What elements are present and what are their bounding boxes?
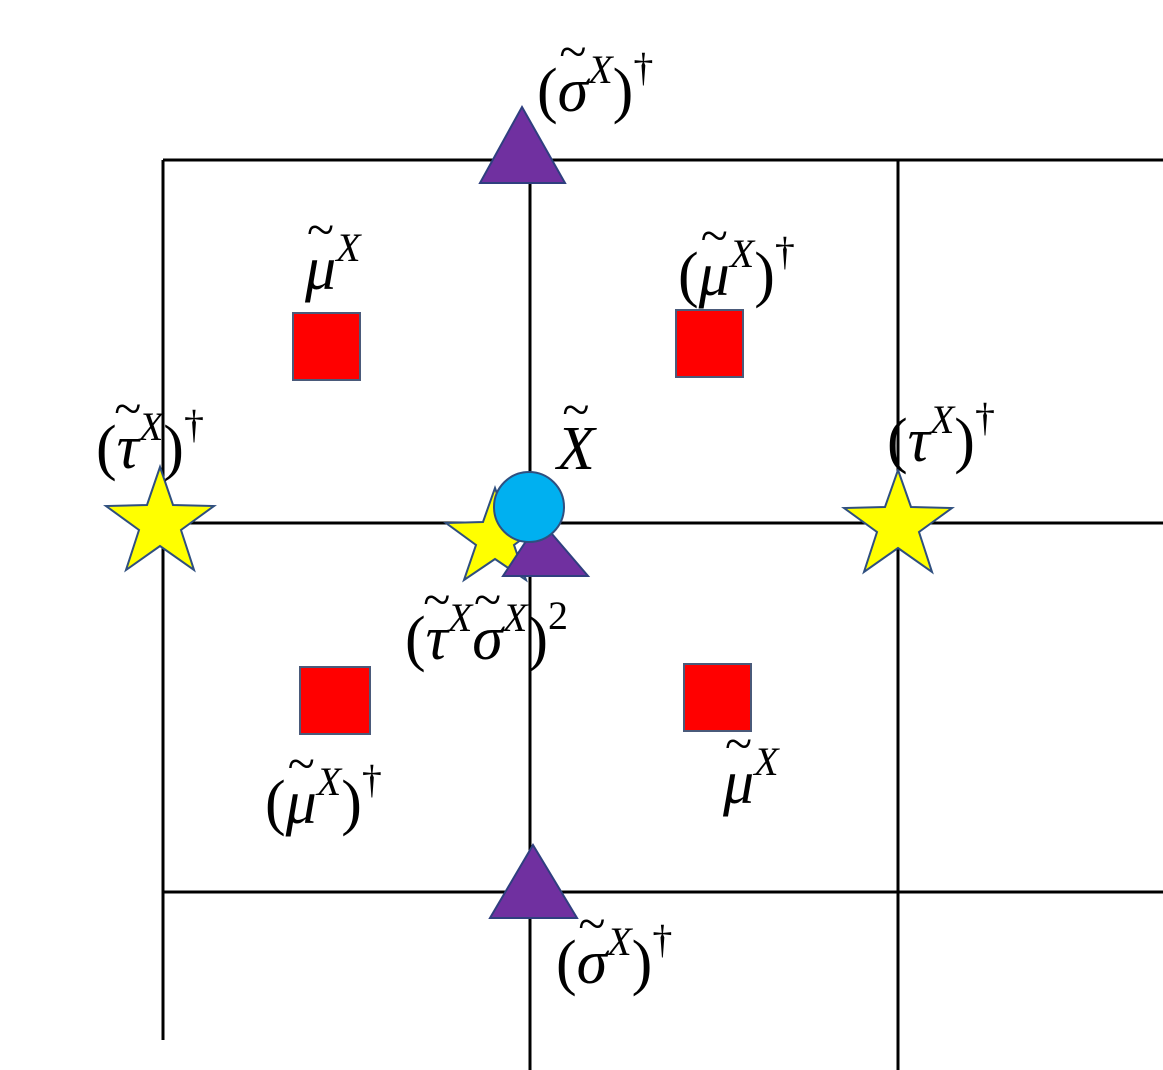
exponent-2: 2 bbox=[547, 593, 568, 638]
symbol-mu-tilde: μ bbox=[286, 772, 317, 834]
dagger: † bbox=[183, 402, 204, 447]
triangle-sigma-dag-bottom bbox=[488, 843, 579, 919]
symbol-tau-tilde: τ bbox=[117, 417, 139, 479]
superscript-x: X bbox=[316, 759, 342, 804]
superscript-x: X bbox=[447, 595, 473, 640]
star-tau-dag-left bbox=[103, 463, 217, 573]
paren-open: ( bbox=[265, 769, 286, 837]
symbol-mu-tilde: μ bbox=[723, 752, 754, 814]
label-sigma-dag-top: (σX)† bbox=[537, 45, 654, 125]
label-mu-top-left: μX bbox=[305, 225, 361, 301]
square-mu-top-left bbox=[292, 312, 361, 381]
triangle-sigma-dag-top bbox=[478, 104, 567, 184]
symbol-sigma-tilde: σ bbox=[558, 60, 589, 122]
label-mu-dag-top-right: (μX)† bbox=[678, 229, 795, 309]
superscript-x: X bbox=[607, 919, 632, 964]
paren-open: ( bbox=[887, 407, 908, 475]
paren-close: ) bbox=[754, 241, 775, 309]
paren-open: ( bbox=[556, 929, 577, 997]
grid-lines bbox=[161, 158, 1163, 1070]
superscript-x: X bbox=[588, 47, 613, 92]
paren-open: ( bbox=[405, 605, 426, 673]
symbol-mu-tilde: μ bbox=[699, 244, 730, 306]
label-sigma-dag-bottom: (σX)† bbox=[556, 917, 673, 997]
paren-close: ) bbox=[954, 407, 975, 475]
paren-close: ) bbox=[631, 929, 653, 997]
triangle-sigma-center bbox=[501, 518, 591, 577]
symbol-sigma-tilde: σ bbox=[472, 608, 503, 670]
symbol-tau: τ bbox=[907, 407, 930, 475]
superscript-x: X bbox=[929, 397, 955, 442]
paren-close: ) bbox=[341, 769, 362, 837]
label-mu-bottom-right: μX bbox=[723, 739, 779, 815]
dagger: † bbox=[361, 757, 382, 802]
paren-open: ( bbox=[96, 414, 117, 482]
star-tau-dag-right bbox=[841, 466, 955, 575]
dagger: † bbox=[974, 395, 995, 440]
paren-open: ( bbox=[678, 241, 699, 309]
symbol-x-tilde: X bbox=[557, 418, 595, 480]
label-x-center: X bbox=[557, 418, 595, 480]
paren-open: ( bbox=[537, 57, 558, 125]
circle-x-center bbox=[493, 471, 565, 543]
dagger: † bbox=[774, 229, 795, 274]
symbol-sigma-tilde: σ bbox=[577, 932, 608, 994]
label-tau-sigma-squared: (τXσX)2 bbox=[405, 593, 568, 673]
superscript-x: X bbox=[336, 225, 361, 270]
superscript-x: X bbox=[502, 595, 528, 640]
paren-close: ) bbox=[527, 605, 548, 673]
symbol-mu-tilde: μ bbox=[305, 238, 336, 300]
dagger: † bbox=[633, 45, 654, 90]
superscript-x: X bbox=[138, 404, 164, 449]
square-mu-dag-top-right bbox=[675, 309, 744, 378]
superscript-x: X bbox=[729, 231, 755, 276]
label-mu-dag-bottom-left: (μX)† bbox=[265, 757, 382, 837]
dagger: † bbox=[652, 917, 673, 962]
label-tau-dag-right: (τX)† bbox=[887, 395, 995, 475]
paren-close: ) bbox=[163, 414, 184, 482]
paren-close: ) bbox=[612, 57, 634, 125]
square-mu-dag-bottom-left bbox=[299, 666, 371, 735]
superscript-x: X bbox=[754, 739, 779, 784]
label-tau-dag-left: (τX)† bbox=[96, 402, 204, 482]
symbol-tau-tilde: τ bbox=[426, 608, 448, 670]
